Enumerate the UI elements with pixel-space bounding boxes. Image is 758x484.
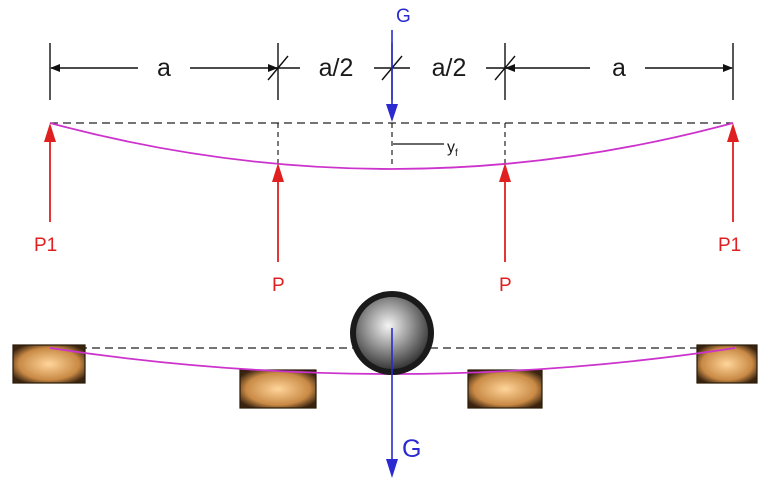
inner-reaction-right-label: P xyxy=(499,275,512,296)
dimension-label-half-a-left: a/2 xyxy=(319,54,354,82)
bottom-load-label: G xyxy=(402,435,421,463)
dimension-line-group: a a/2 a/2 a xyxy=(49,43,734,100)
end-reaction-right-arrow xyxy=(727,123,739,222)
deflected-beam-curve xyxy=(49,122,734,170)
lower-setup-group: G xyxy=(12,291,758,478)
dimension-label-half-a-right: a/2 xyxy=(432,54,467,82)
support-block-right-inner xyxy=(467,369,543,409)
deflection-label: yf xyxy=(447,139,458,159)
end-reaction-right-label: P1 xyxy=(718,235,741,256)
end-reaction-left-label: P1 xyxy=(34,235,57,256)
support-block-left-inner xyxy=(239,369,317,409)
inner-reaction-left-label: P xyxy=(272,275,285,296)
dimension-label-a-right: a xyxy=(612,54,626,82)
inner-reaction-right-arrow xyxy=(499,163,511,262)
support-block-right-end xyxy=(696,344,758,384)
top-load-label: G xyxy=(396,6,411,27)
dimension-label-a-left: a xyxy=(157,54,171,82)
end-reaction-left-arrow xyxy=(44,123,56,222)
inner-reaction-left-arrow xyxy=(272,163,284,262)
upper-beam-group: yf G P1 P1 P P xyxy=(34,6,741,296)
